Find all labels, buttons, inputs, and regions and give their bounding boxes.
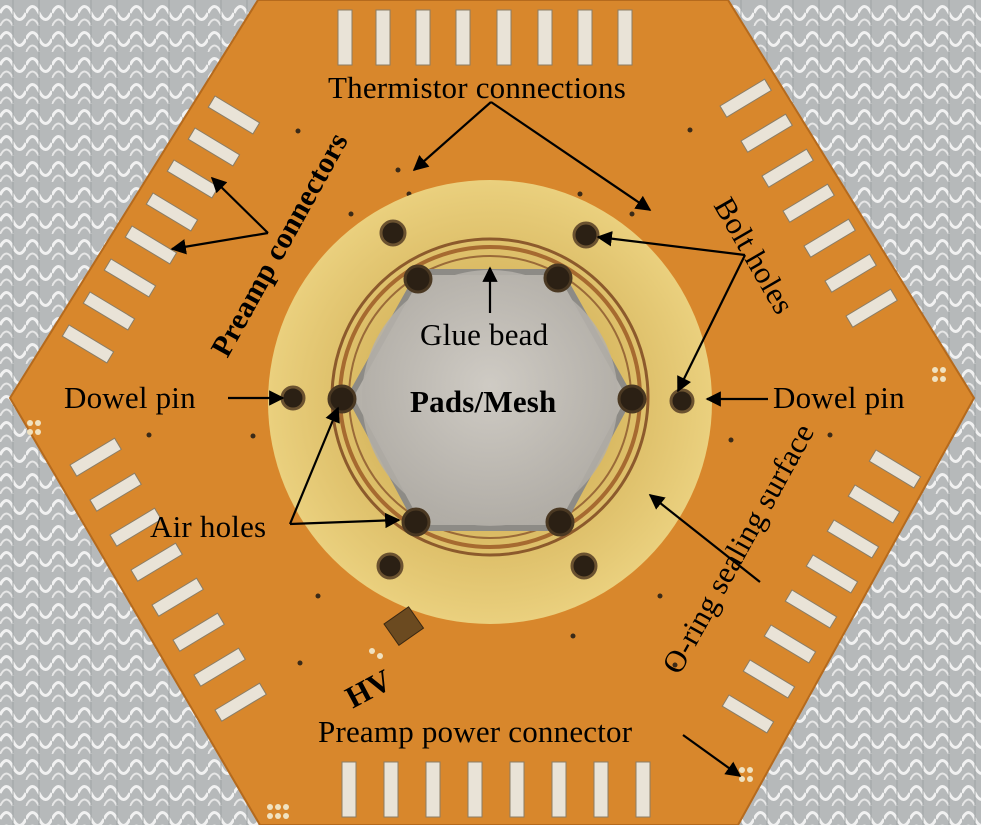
- bottom-connectors: [341, 761, 651, 818]
- label-preamp-power-connector: Preamp power connector: [318, 714, 633, 749]
- upper-right-connectors: [719, 78, 898, 328]
- small-holes: [146, 127, 833, 668]
- upper-left-connectors: [61, 95, 261, 364]
- lower-left-connectors: [69, 437, 267, 722]
- label-glue-bead: Glue bead: [420, 317, 549, 352]
- air-holes: [327, 263, 647, 537]
- hv-connector: [369, 606, 425, 659]
- label-dowel-pin-right: Dowel pin: [773, 380, 905, 415]
- lower-right-connectors: [721, 449, 922, 734]
- annotation-arrows: [170, 101, 768, 777]
- label-air-holes: Air holes: [150, 509, 267, 544]
- label-pads-mesh: Pads/Mesh: [410, 384, 557, 419]
- pads-mesh-round: [362, 270, 618, 526]
- label-dowel-pin-left: Dowel pin: [64, 380, 196, 415]
- label-thermistor-connections: Thermistor connections: [328, 70, 626, 105]
- pin-clusters: [27, 367, 946, 819]
- bolt-holes: [280, 219, 695, 580]
- top-connectors: [337, 9, 633, 66]
